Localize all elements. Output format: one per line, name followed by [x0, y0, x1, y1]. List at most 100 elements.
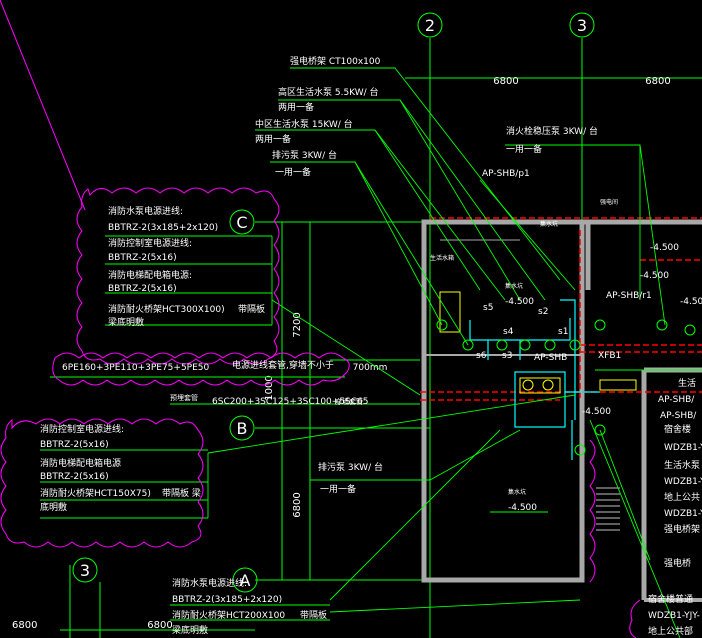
dim-top-span-1: 6800	[493, 76, 518, 87]
right-label-11: 宿舍楼普通	[648, 593, 693, 605]
dim-bottom-mid: 6800	[147, 620, 172, 631]
right-label-13: 地上公共部	[648, 625, 693, 637]
revision-cloud-band	[52, 352, 350, 386]
revision-cloud-right	[589, 439, 596, 583]
note-small-2: 集水坑	[505, 282, 523, 290]
note-s5: s5	[483, 303, 493, 313]
note-small-3: 生活水箱	[430, 254, 454, 262]
right-label-7: 地上公共	[664, 491, 700, 503]
note-s2: s2	[538, 307, 548, 317]
note-level-5: -4.500	[650, 243, 679, 253]
axis-3-top-bubble	[569, 12, 595, 38]
cloud-upper-line7b: 带隔板	[238, 303, 265, 315]
right-label-4: WDZB1-Y	[664, 443, 702, 453]
bottom-note-line1: 消防水泵电源进线:	[172, 577, 247, 589]
note-s4: s4	[503, 327, 514, 337]
note-s1: s1	[558, 327, 568, 337]
leader-lines	[40, 67, 702, 638]
right-label-12: WDZB1-YJY-	[648, 611, 700, 621]
axis-a-label: A	[240, 571, 251, 590]
cable-tray-red	[420, 217, 702, 401]
note-level-4: -4.500	[640, 271, 669, 281]
band-note3: 6SC200+3SC125+3SC100+5SC65	[212, 397, 369, 407]
cloud-upper-line1: 消防水泵电源进线:	[108, 205, 183, 217]
cloud-lower-line1: 消防控制室电源进线:	[40, 423, 124, 435]
right-label-10: 强电桥	[664, 557, 691, 569]
note-s3: s3	[502, 351, 512, 361]
cloud-upper-line8: 梁底明敷	[108, 316, 144, 328]
note-level-2: -4.500	[582, 407, 611, 417]
cloud-upper-line3: 消防控制室电源进线:	[108, 237, 192, 249]
cloud-upper-line4: BBTRZ-2(5x16)	[108, 253, 177, 263]
note-sewage-duty: 一用一备	[275, 166, 311, 178]
bottom-note-line2: BBTRZ-2(3x185+2x120)	[172, 595, 282, 605]
axis-c-bubble	[229, 209, 255, 235]
cloud-upper-line7: 消防耐火桥架HCT300X100)	[108, 303, 225, 315]
cloud-lower-line4: BBTRZ-2(5x16)	[40, 472, 109, 482]
note-sewage-pump: 排污泵 3KW/ 台	[272, 149, 337, 161]
axis-2-bubble	[417, 12, 443, 38]
axis-3-top-label: 3	[577, 16, 587, 35]
note-sewage-duty2: 一用一备	[320, 483, 356, 495]
right-label-5: 生活水泵	[664, 459, 700, 471]
cloud-lower-line3: 消防电梯配电箱电源	[40, 457, 121, 469]
revision-cloud-upper	[76, 187, 280, 365]
right-label-3: 宿舍楼	[664, 423, 691, 435]
band-note5: 预埋套管	[170, 393, 198, 402]
cloud-upper-line5: 消防电梯配电箱电源:	[108, 269, 192, 281]
note-s6: s6	[476, 351, 487, 361]
cloud-upper-line2: BBTRZ-2(3x185+2x120)	[108, 223, 218, 233]
note-level-1: -4.500	[505, 297, 534, 307]
band-note4: 穿墙套管	[335, 397, 363, 406]
dim-top-span-2: 6800	[645, 76, 670, 87]
note-small-1: 强电间	[600, 198, 618, 206]
dim-vert-mid: 1000	[264, 375, 275, 400]
band-note1: 6PE160+3PE110+3PE75+5PE50	[62, 363, 210, 373]
cloud-lower-line6: 底明敷	[40, 501, 67, 513]
axis-c-label: C	[236, 213, 247, 232]
note-level-mid: -4.500	[508, 503, 537, 513]
band-note2: 电源进线套管,穿墙不小于	[232, 359, 334, 371]
right-label-1: 生活	[678, 377, 696, 389]
revision-cloud-lower	[0, 418, 204, 548]
dim-bottom-left: 6800	[12, 620, 37, 631]
right-label-9: 强电桥架	[664, 523, 700, 535]
axis-3-left-bubble	[72, 557, 98, 583]
axis-b-bubble	[229, 415, 255, 441]
cloud-lower-line2: BBTRZ-2(5x16)	[40, 440, 109, 450]
dim-gap-700: 700mm	[353, 363, 388, 373]
dim-vert-c-b: 7200	[292, 312, 303, 337]
axis-a-bubble	[232, 567, 258, 593]
right-label-8: WDZB1-Y	[664, 509, 702, 519]
stairs	[596, 487, 620, 531]
cloud-lower-line5b: 带隔板 梁	[162, 487, 201, 499]
pump-symbols	[436, 319, 696, 456]
dim-vert-b-a: 6800	[292, 492, 303, 517]
revision-cloud-bottom-right	[629, 599, 641, 638]
axis-2-label: 2	[425, 16, 435, 35]
cloud-upper-line6: BBTRZ-2(5x16)	[108, 284, 177, 294]
pipes-cyan	[469, 299, 600, 460]
note-pump-high-duty: 两用一备	[278, 101, 314, 113]
note-ap-p1: AP-SHB/p1	[482, 169, 530, 179]
axis-bubbles	[72, 12, 595, 593]
right-label-2: AP-SHB/	[658, 395, 695, 405]
note-pump-mid: 中区生活水泵 15KW/ 台	[255, 118, 353, 130]
equipment-yellow	[439, 291, 637, 394]
bottom-note-line3: 消防耐火桥架HCT200X100	[172, 609, 285, 621]
bottom-note-line3b: 带隔板	[300, 609, 327, 621]
right-label-6: WDZB1-Y	[664, 477, 702, 487]
note-cable-tray: 强电桥架 CT100x100	[290, 55, 381, 67]
note-pump-high: 高区生活水泵 5.5KW/ 台	[278, 86, 379, 98]
note-ap-r1: AP-SHB/r1	[606, 291, 652, 301]
note-small-4: 集水坑	[540, 220, 558, 228]
note-level-3: -4.500	[680, 297, 702, 307]
note-xfb1: XFB1	[598, 351, 621, 361]
axis-grid	[60, 38, 702, 638]
note-fire-pump: 消火栓稳压泵 3KW/ 台	[506, 125, 598, 137]
note-fire-pump-duty: 一用一备	[506, 143, 542, 155]
cloud-lower-line5: 消防耐火桥架HCT150X75)	[40, 487, 151, 499]
note-sewage-pump2: 排污泵 3KW/ 台	[318, 461, 383, 473]
bottom-note-line4: 梁底明敷	[172, 624, 208, 636]
